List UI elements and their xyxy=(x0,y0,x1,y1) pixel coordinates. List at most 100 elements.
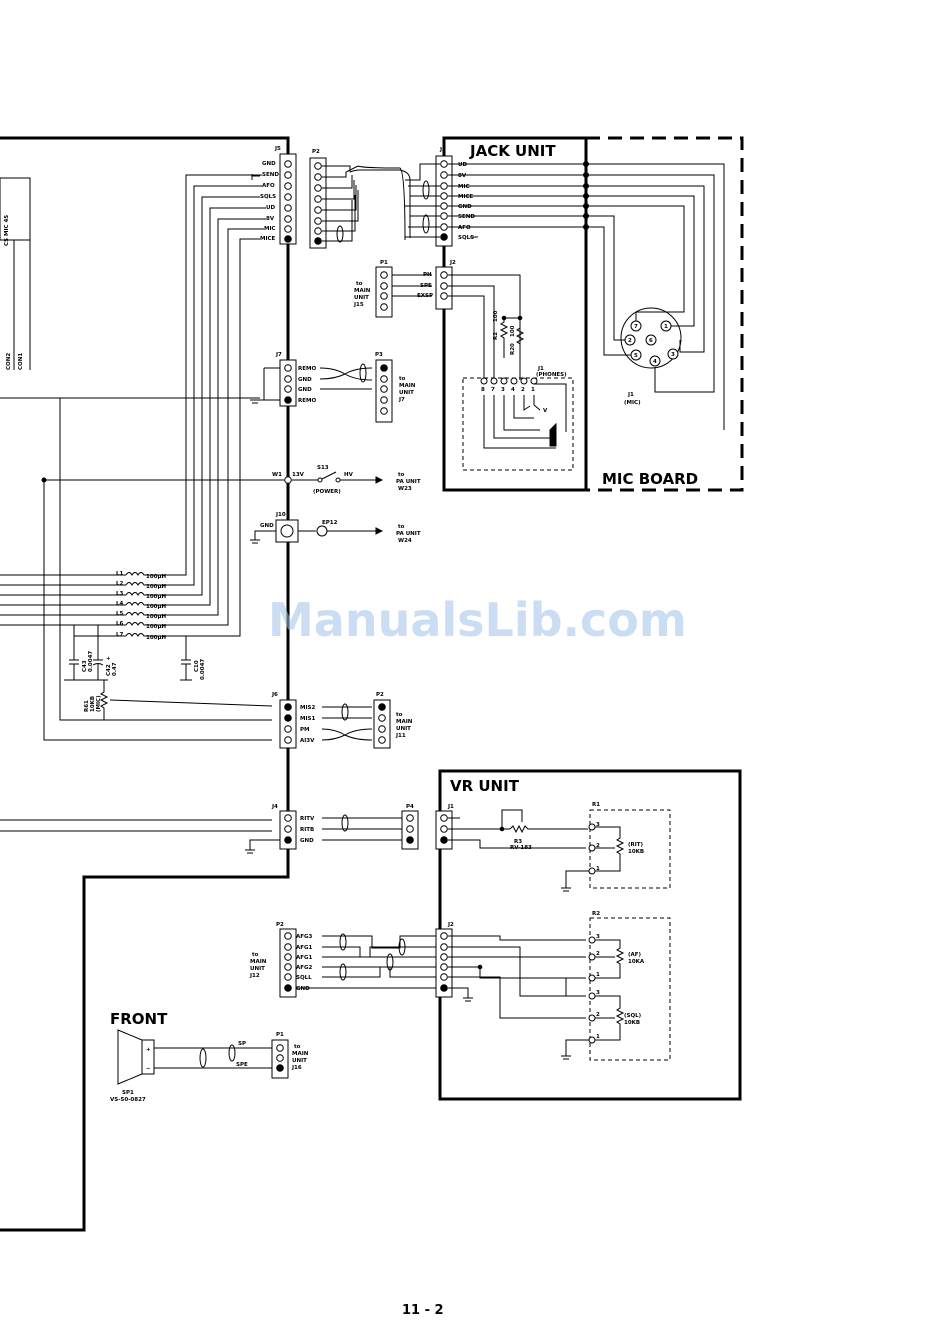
phones-pin-1: 1 xyxy=(531,387,535,393)
front-p1-label: P1 xyxy=(276,1032,284,1038)
r1-rit: (RIT) xyxy=(628,842,644,848)
connector-j3: J3 UD 8V MIC MICE GND SEND AFO SQLS xyxy=(405,147,586,247)
mic-pin-6: 6 xyxy=(649,338,653,344)
r2-pin-2a: 2 xyxy=(596,951,600,957)
r2-pin-1a: 1 xyxy=(596,972,600,978)
p3-to: to xyxy=(399,376,406,382)
j5-label: J5 xyxy=(274,146,281,152)
switch-sub: (POWER) xyxy=(313,489,341,495)
mic-jack-sub: (MIC) xyxy=(624,400,641,406)
front-speaker-section: FRONT + − SP1 VS-50-0827 SP SPE P1 to MA… xyxy=(110,1010,309,1103)
r20-label: R20 xyxy=(510,343,516,355)
p2-j6-to: to xyxy=(396,712,403,718)
mic-pin-3: 3 xyxy=(671,352,675,358)
speaker-label: SP1 xyxy=(122,1090,134,1096)
p2b-pin-afg2: AFG2 xyxy=(296,965,313,971)
j2-jack-label: J2 xyxy=(449,260,456,266)
p2b-pin-gnd: GND xyxy=(296,986,310,992)
r2-pin-3a: 3 xyxy=(596,934,600,940)
j6-label: J6 xyxy=(271,692,278,698)
p2b-pin-afg1b: AFG1 xyxy=(296,955,313,961)
p2-j6-conn: J11 xyxy=(395,733,406,739)
p2b-to: to xyxy=(252,952,259,958)
inductor-l7: L7 xyxy=(116,632,124,638)
p2b-pin-afg1a: AFG1 xyxy=(296,945,313,951)
connector-j5: J5 GND SEND AFO SQLS UD 8V MIC MICE xyxy=(150,146,297,637)
j7-pin-gnd1: GND xyxy=(298,377,312,383)
j3-pin-sqls: SQLS xyxy=(458,235,474,241)
caps-and-r61: C43 0.0047 + C42 0.47 C10 0.0047 R61 10K… xyxy=(43,398,273,741)
p1-unit: UNIT xyxy=(354,295,369,301)
phones-label: J1 xyxy=(537,366,544,372)
v-label: V xyxy=(543,408,548,414)
p1-conn: J15 xyxy=(353,302,364,308)
c10-label: C10 xyxy=(194,660,200,672)
r1-value: 10KB xyxy=(628,849,644,855)
front-main: MAIN xyxy=(292,1051,309,1057)
hv-label: HV xyxy=(344,472,354,478)
phones-pin-4: 4 xyxy=(511,387,515,393)
j5-pin-mic: MIC xyxy=(264,226,276,232)
sp-label: SP xyxy=(238,1041,246,1047)
inductor-val-4: 100µH xyxy=(146,604,167,610)
connector-j2-jack: J2 PH SPE EXSP R2 100 R20 100 J1 (PHONES… xyxy=(392,260,574,471)
r2-sql-value: 10KB xyxy=(624,1020,640,1026)
p3-label: P3 xyxy=(375,352,383,358)
connector-p2-bottom: P2 AFG3 AFG1 AFG1 AFG2 SQLL GND to MAIN … xyxy=(249,922,436,998)
p2b-pin-sqll: SQLL xyxy=(296,975,312,981)
r2-af-value: 10KA xyxy=(628,959,645,965)
inductor-l6: L6 xyxy=(116,621,124,627)
ep12-label: EP12 xyxy=(322,520,338,526)
r3-label: R3 xyxy=(514,839,522,845)
r1-pin-3: 3 xyxy=(596,822,600,828)
j5-pin-sqls: SQLS xyxy=(260,194,276,200)
r2-af: (AF) xyxy=(628,952,642,958)
j10-pa: PA UNIT xyxy=(396,531,421,537)
phones-pin-7: 7 xyxy=(491,387,495,393)
r2-pin-3b: 3 xyxy=(596,990,600,996)
c43-label: C43 xyxy=(82,660,88,672)
mic-pin-2: 2 xyxy=(628,338,632,344)
c42-plus: + xyxy=(106,656,111,662)
c43-value: 0.0047 xyxy=(88,651,94,672)
p1-to: to xyxy=(356,281,363,287)
j10-to: to xyxy=(398,524,405,530)
mic-pin-7: 7 xyxy=(634,324,638,330)
j7-pin-remo2: REMO xyxy=(298,398,316,404)
vr-j2-label: J2 xyxy=(447,922,454,928)
c10-value: 0.0047 xyxy=(200,659,206,680)
left-label-cs: CS MIC 45 xyxy=(4,215,10,246)
inductor-l5: L5 xyxy=(116,611,124,617)
j7-pin-gnd2: GND xyxy=(298,387,312,393)
connector-p1-main: P1 to MAIN UNIT J15 xyxy=(353,260,393,318)
phones-pin-2: 2 xyxy=(521,387,525,393)
j3-pin-ud: UD xyxy=(458,162,467,168)
p2b-main: MAIN xyxy=(250,959,267,965)
j3-pin-mic: MIC xyxy=(458,184,470,190)
j5-pin-gnd: GND xyxy=(262,161,276,167)
connector-j6: J6 MIS2 MIS1 PM AI3V P2 to MAIN UNIT J11 xyxy=(271,692,413,749)
power-pa: PA UNIT xyxy=(396,479,421,485)
r61-label: R61 xyxy=(84,700,90,712)
j3-pin-gnd: GND xyxy=(458,204,472,210)
c42-value: 0.47 xyxy=(112,662,118,676)
main-unit-boundary: CS MIC 45 CON2 CON1 xyxy=(0,136,290,1232)
p2b-unit: UNIT xyxy=(250,966,265,972)
inductor-val-2: 100µH xyxy=(146,584,167,590)
left-label-con2: CON2 xyxy=(6,353,12,370)
speaker-model: VS-50-0827 xyxy=(110,1097,146,1103)
page-number: 11 - 2 xyxy=(402,1303,444,1318)
inductor-val-7: 100µH xyxy=(146,635,167,641)
r1-label: R1 xyxy=(592,802,600,808)
connector-p2-top: P2 xyxy=(309,149,411,249)
r2-sql: (SQL) xyxy=(624,1013,642,1019)
p3-unit: UNIT xyxy=(399,390,414,396)
p2b-conn: J12 xyxy=(249,973,260,979)
phones-sub: (PHONES) xyxy=(536,372,567,378)
jack-unit-title: JACK UNIT xyxy=(469,142,556,160)
connector-j10: J10 GND EP12 to PA UNIT W24 xyxy=(250,512,421,544)
r2-vr-label: R2 xyxy=(592,911,600,917)
r61-value: 10KB xyxy=(90,696,96,712)
p2-j6-main: MAIN xyxy=(396,719,413,725)
j3-label: J3 xyxy=(439,147,446,153)
